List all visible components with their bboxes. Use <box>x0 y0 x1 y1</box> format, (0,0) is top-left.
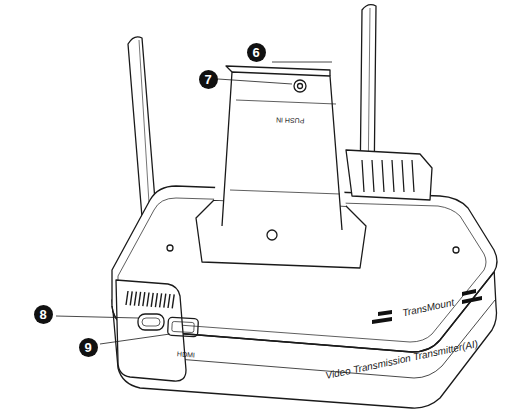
callout-number: 6 <box>247 43 266 62</box>
usb-c-port <box>138 314 164 330</box>
vent-slot <box>155 293 157 307</box>
vent-slot <box>168 294 170 308</box>
callout-number: 9 <box>79 338 98 357</box>
slide-latch <box>346 150 432 200</box>
logo-bars <box>462 289 482 304</box>
callout-number: 7 <box>199 70 218 89</box>
latch-ribs <box>362 160 414 192</box>
latch-rib <box>362 160 364 192</box>
logo-bars <box>372 310 392 324</box>
printed-marking: PUSH IN <box>276 116 305 124</box>
vent-slot <box>172 294 174 308</box>
leader-line <box>56 316 138 318</box>
vent-slot <box>130 291 132 305</box>
leader-line <box>272 62 332 63</box>
leader-line <box>100 334 170 344</box>
latch-rib <box>372 160 374 192</box>
port-panel <box>116 280 186 381</box>
usb-c-port-inner <box>142 318 160 326</box>
vent-slot <box>139 292 141 306</box>
latch-rib <box>402 160 404 192</box>
latch-rib <box>392 160 394 192</box>
vent-grille <box>126 291 174 308</box>
vent-slot <box>126 291 128 305</box>
latch-rib <box>382 160 384 192</box>
cold-shoe-plate <box>222 72 342 230</box>
locking-screw <box>294 80 306 92</box>
hdmi-port-inner <box>172 321 194 332</box>
cold-shoe-top <box>226 66 330 76</box>
vent-slot <box>164 294 166 308</box>
body-screw <box>267 230 277 240</box>
body-screw <box>167 245 173 251</box>
leader-line <box>218 79 292 84</box>
port-label: HDMI <box>177 350 195 358</box>
vent-slot <box>147 293 149 307</box>
latch-rib <box>412 160 414 192</box>
vent-slot <box>143 292 145 306</box>
vent-slot <box>134 292 136 306</box>
hdmi-port <box>168 317 199 337</box>
vent-slot <box>151 293 153 307</box>
screw-head <box>298 84 303 89</box>
vent-slot <box>160 293 162 307</box>
shoe-rail <box>230 100 340 194</box>
body-screw <box>453 247 459 253</box>
callout-number: 8 <box>34 305 53 324</box>
